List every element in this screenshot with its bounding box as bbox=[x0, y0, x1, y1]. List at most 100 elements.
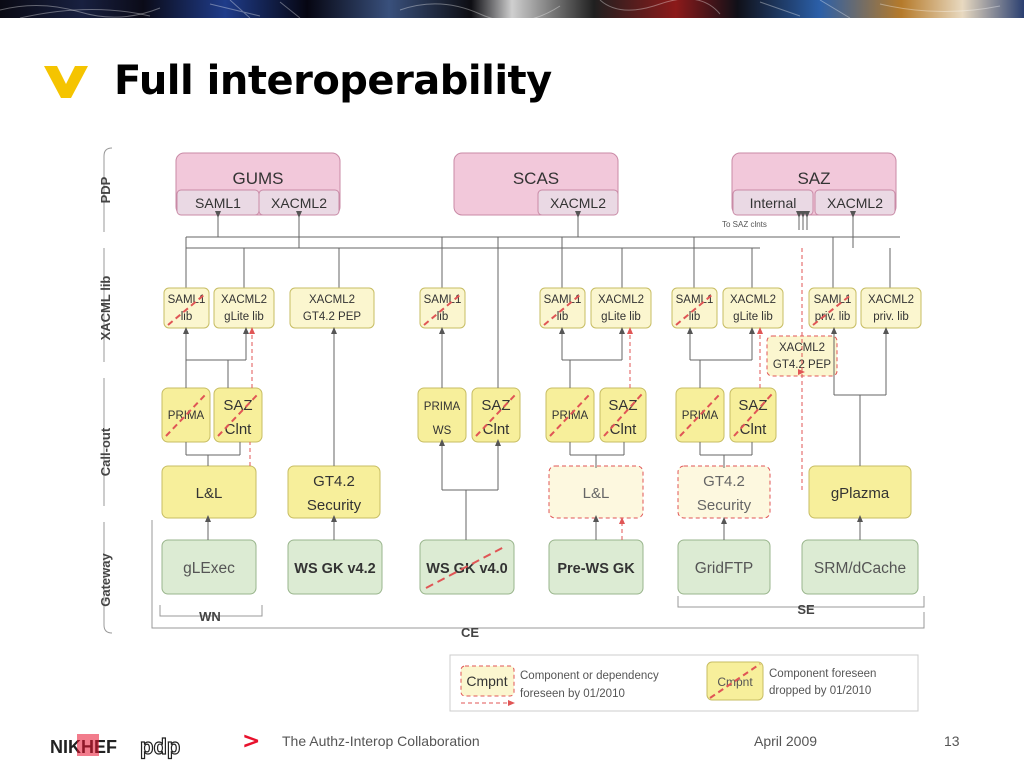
stack-connectors bbox=[183, 237, 889, 540]
pdp-gums-saml1: SAML1 bbox=[195, 195, 241, 211]
xacml-lib-line1: SAML1 bbox=[544, 294, 582, 306]
callout-line1: PRIMA bbox=[552, 410, 589, 422]
saz-clients-note: To SAZ clnts bbox=[722, 220, 767, 229]
xacml-lib-box: SAML1 priv. lib bbox=[808, 287, 857, 329]
callout-line2: WS bbox=[433, 425, 452, 437]
callout-box: SAZ Clnt bbox=[213, 387, 263, 443]
pdp-saz-label: SAZ bbox=[797, 169, 830, 188]
legend-sample-dropped: Cmpnt bbox=[717, 675, 753, 689]
xacml-lib-line1: XACML2 bbox=[868, 294, 914, 306]
legend-dropped-line2: dropped by 01/2010 bbox=[769, 685, 871, 697]
callout-line1: SAZ bbox=[223, 397, 252, 414]
xacml-lib-line1: SAML1 bbox=[814, 294, 852, 306]
grouping-brackets bbox=[151, 520, 925, 629]
callout-line1: PRIMA bbox=[682, 410, 719, 422]
group-label-se: SE bbox=[797, 602, 815, 617]
xacml-lib-line2: lib bbox=[689, 311, 701, 323]
callout-line2: Clnt bbox=[483, 421, 511, 438]
xacml-lib-line1: XACML2 bbox=[598, 294, 644, 306]
layer-label-xacml: XACML lib bbox=[98, 276, 113, 341]
gateway-box: GridFTP bbox=[677, 539, 771, 595]
callout-box: PRIMA bbox=[675, 387, 725, 443]
xacml-lib-line1: XACML2 bbox=[309, 294, 355, 306]
gateway-label: Pre-WS GK bbox=[557, 561, 635, 577]
gateway-row: gLExec WS GK v4.2 WS GK v4.0 Pre-WS GK GridF… bbox=[161, 539, 919, 595]
xacml-lib-line2: priv. lib bbox=[873, 311, 909, 323]
security-layer-line1: gPlazma bbox=[831, 485, 890, 502]
xacml-lib-line1: SAML1 bbox=[424, 294, 462, 306]
xacml-lib-line2: gLite lib bbox=[601, 311, 641, 323]
callout-line1: PRIMA bbox=[168, 410, 205, 422]
xacml-lib-line2: gLite lib bbox=[224, 311, 264, 323]
xacml-lib-box: SAML1 lib bbox=[671, 287, 718, 329]
footer-arrow-icon: > bbox=[242, 729, 261, 754]
xacml-lib-line2: priv. lib bbox=[815, 311, 851, 323]
xacml-lib-box: XACML2 gLite lib bbox=[590, 287, 652, 329]
gateway-box: gLExec bbox=[161, 539, 257, 595]
pdp-scas-label: SCAS bbox=[513, 169, 559, 188]
gateway-label: WS GK v4.2 bbox=[294, 561, 375, 577]
layer-label-callout: Call-out bbox=[98, 427, 113, 476]
pdp-gums-label: GUMS bbox=[233, 169, 284, 188]
group-label-ce: CE bbox=[461, 625, 479, 640]
xacml-lib-line2: GT4.2 PEP bbox=[773, 359, 831, 371]
security-layer-box: gPlazma bbox=[808, 465, 912, 519]
legend-foreseen-line1: Component or dependency bbox=[520, 670, 659, 682]
security-layer-line2: Security bbox=[307, 497, 362, 514]
security-layer-line1: L&L bbox=[583, 485, 610, 502]
xacml-lib-line1: XACML2 bbox=[221, 294, 267, 306]
lib-connectors bbox=[185, 237, 891, 288]
xacml-lib-line1: SAML1 bbox=[168, 294, 206, 306]
pdp-gums: GUMS SAML1 XACML2 bbox=[175, 152, 341, 216]
foreseen-dependencies bbox=[249, 248, 803, 540]
legend-foreseen-line2: foreseen by 01/2010 bbox=[520, 688, 625, 700]
pdp-saz-internal: Internal bbox=[750, 195, 797, 211]
callout-box: PRIMA WS bbox=[417, 387, 467, 443]
security-layer-box: L&L bbox=[548, 465, 644, 519]
legend-dropped-line1: Component foreseen bbox=[769, 668, 876, 680]
callout-box: PRIMA bbox=[161, 387, 211, 443]
legend-sample-foreseen: Cmpnt bbox=[466, 673, 507, 689]
pdp-saz-xacml2: XACML2 bbox=[827, 195, 883, 211]
gateway-label: gLExec bbox=[183, 560, 235, 577]
xacml-lib-line2: gLite lib bbox=[733, 311, 773, 323]
gateway-box: WS GK v4.2 bbox=[287, 539, 383, 595]
security-layer-line1: GT4.2 bbox=[313, 473, 355, 490]
bus-lines bbox=[186, 211, 900, 249]
pdp-logo-text: pdp bbox=[140, 734, 180, 759]
callout-line2: Clnt bbox=[225, 421, 253, 438]
security-layer-box: L&L bbox=[161, 465, 257, 519]
footer-date: April 2009 bbox=[754, 733, 818, 749]
pdp-gums-xacml2: XACML2 bbox=[271, 195, 327, 211]
callout-line1: PRIMA bbox=[424, 401, 461, 413]
callout-line1: SAZ bbox=[608, 397, 637, 414]
gateway-box: Pre-WS GK bbox=[548, 539, 644, 595]
xacml-lib-line1: SAML1 bbox=[676, 294, 714, 306]
callout-line2: Clnt bbox=[740, 421, 768, 438]
xacml-lib-box: SAML1 lib bbox=[163, 287, 210, 329]
footer-title: The Authz-Interop Collaboration bbox=[282, 733, 480, 749]
xacml-lib-line2: GT4.2 PEP bbox=[303, 311, 361, 323]
security-layer-line1: L&L bbox=[196, 485, 223, 502]
gateway-box: SRM/dCache bbox=[801, 539, 919, 595]
gateway-label: WS GK v4.0 bbox=[426, 561, 507, 577]
legend: Cmpnt Component or dependency foreseen b… bbox=[449, 654, 919, 712]
pdp-scas: SCAS XACML2 bbox=[453, 152, 619, 216]
xacml-lib-line2: lib bbox=[181, 311, 193, 323]
callout-line1: SAZ bbox=[738, 397, 767, 414]
callout-box: SAZ Clnt bbox=[729, 387, 777, 443]
group-label-wn: WN bbox=[199, 609, 221, 624]
pdp-scas-xacml2: XACML2 bbox=[550, 195, 606, 211]
layer-label-pdp: PDP bbox=[98, 176, 113, 203]
gateway-label: SRM/dCache bbox=[814, 560, 906, 577]
